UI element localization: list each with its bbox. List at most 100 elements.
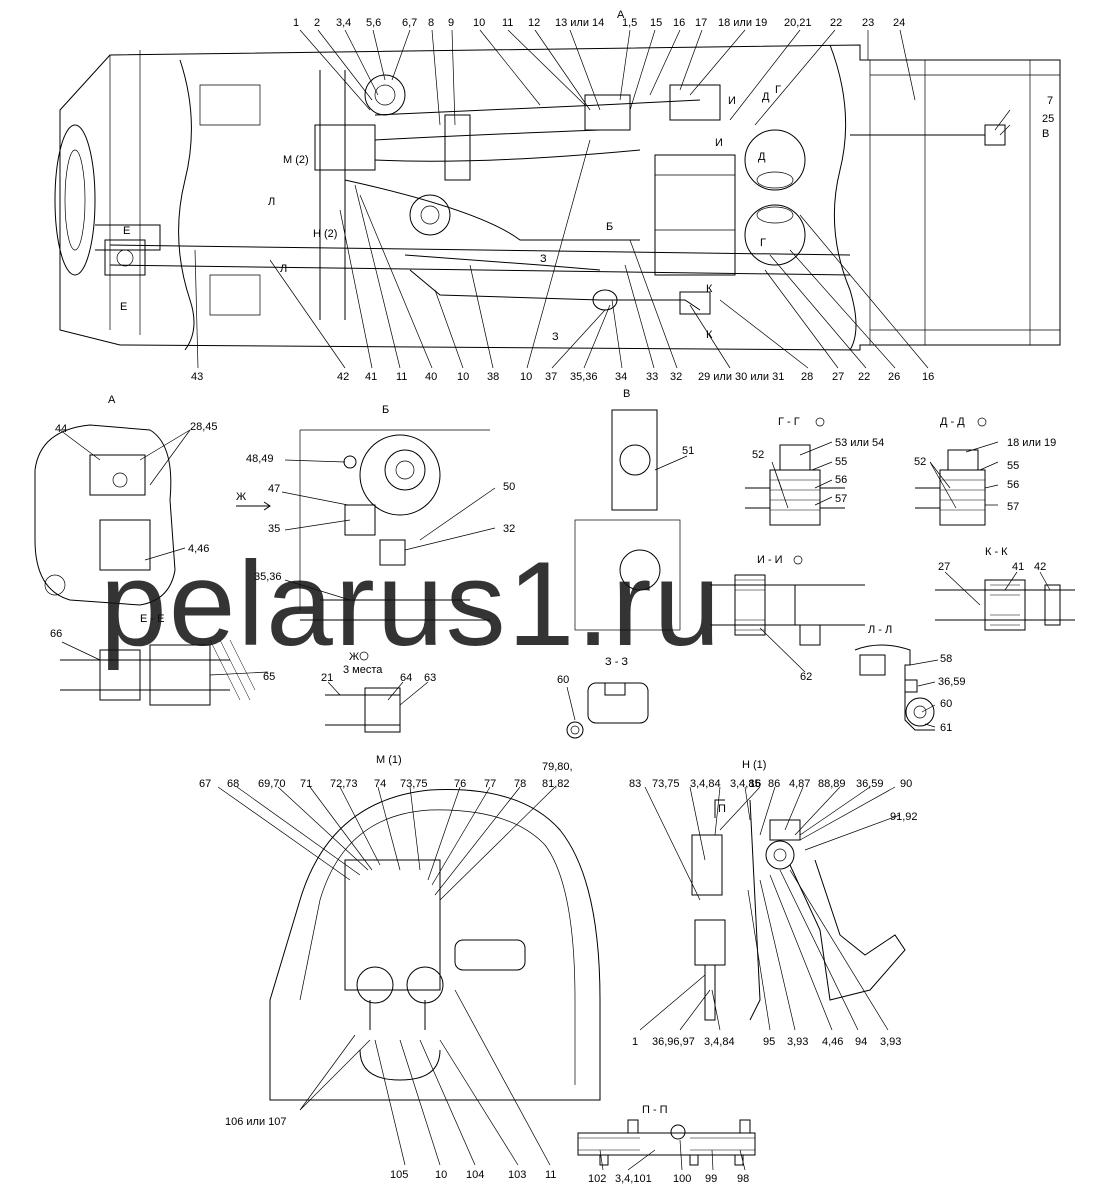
view-m1-label-10: 10 — [435, 1169, 447, 1181]
label-a-arrow: А — [617, 9, 625, 21]
view-zh: Ж 3 места 21 64 63 — [321, 651, 436, 733]
view-kk-label-41: 41 — [1012, 561, 1024, 573]
view-zh-label-63: 63 — [424, 672, 436, 684]
label-6-7: 6,7 — [402, 17, 417, 29]
view-b-title: Б — [382, 404, 389, 416]
view-zh-label-64: 64 — [400, 672, 412, 684]
view-pp-title: П - П — [642, 1104, 668, 1116]
label-m2: М (2) — [283, 154, 309, 166]
view-ll-label-61: 61 — [940, 722, 952, 734]
view-ee-label-65: 65 — [263, 671, 275, 683]
label-10b: 10 — [520, 371, 532, 383]
label-8: 8 — [428, 17, 434, 29]
label-42: 42 — [337, 371, 349, 383]
view-zz-label-60: 60 — [557, 674, 569, 686]
label-26: 26 — [888, 371, 900, 383]
view-m1-label-68: 68 — [227, 778, 239, 790]
view-a-label-28-45: 28,45 — [190, 421, 218, 433]
label-g-top: Г — [775, 84, 781, 96]
label-n2: Н (2) — [313, 228, 337, 240]
label-v-arrow: В — [1042, 128, 1049, 140]
view-b-arrow-zh: Ж — [236, 491, 246, 503]
view-pp-label-98: 98 — [737, 1173, 749, 1185]
view-n1-label-3-93-a: 3,93 — [787, 1036, 808, 1048]
label-18-19: 18 или 19 — [718, 17, 767, 29]
label-24: 24 — [893, 17, 905, 29]
label-k-top: К — [706, 283, 713, 295]
view-gg: Г - Г 52 53 или 54 55 56 57 — [745, 416, 884, 526]
view-dd: Д - Д 52 18 или 19 55 56 57 — [914, 416, 1056, 526]
view-ee: Е - Е 66 65 — [50, 613, 275, 706]
label-2: 2 — [314, 17, 320, 29]
label-22: 22 — [830, 17, 842, 29]
view-m1-title: М (1) — [376, 754, 402, 766]
view-gg-title: Г - Г — [778, 416, 800, 428]
view-m1-label-81-82: 81,82 — [542, 778, 570, 790]
view-ii-title: И - И — [757, 554, 783, 566]
view-m1-label-103: 103 — [508, 1169, 526, 1181]
label-i-bottom: И — [715, 137, 723, 149]
view-m1-label-69-70: 69,70 — [258, 778, 286, 790]
view-dd-label-52: 52 — [914, 456, 926, 468]
view-gg-label-56: 56 — [835, 474, 847, 486]
view-n1-label-16: 16 — [749, 778, 761, 790]
label-25: 25 — [1042, 113, 1054, 125]
view-dd-label-57: 57 — [1007, 501, 1019, 513]
main-labels-bottom: 43 42 41 11 40 10 38 10 37 35,36 34 33 3… — [191, 371, 934, 383]
view-m1-label-74: 74 — [374, 778, 386, 790]
view-ll: Л - Л 58 36,59 60 61 — [854, 624, 966, 734]
label-32: 32 — [670, 371, 682, 383]
view-pp: П - П 102 3,4,101 100 99 98 — [577, 1104, 756, 1185]
view-ee-label-66: 66 — [50, 628, 62, 640]
view-n1-label-73-75: 73,75 — [652, 778, 680, 790]
view-n1-label-4-46: 4,46 — [822, 1036, 843, 1048]
label-3-4: 3,4 — [336, 17, 351, 29]
view-n1-label-88-89: 88,89 — [818, 778, 846, 790]
view-m1-label-76: 76 — [454, 778, 466, 790]
label-l-bottom: Л — [280, 263, 287, 275]
view-v-label-51: 51 — [682, 445, 694, 457]
view-m1-label-77: 77 — [484, 778, 496, 790]
label-16b: 16 — [922, 371, 934, 383]
watermark: pelarus1.ru — [100, 537, 722, 671]
view-m1-label-78: 78 — [514, 778, 526, 790]
view-n1-label-1: 1 — [632, 1036, 638, 1048]
label-11: 11 — [502, 17, 513, 29]
label-34: 34 — [615, 371, 627, 383]
main-assembly-view — [54, 29, 1061, 369]
view-kk: К - К 27 41 42 — [935, 546, 1075, 631]
view-m1-label-11: 11 — [545, 1169, 556, 1181]
label-13-14: 13 или 14 — [555, 17, 604, 29]
view-n1-label-83: 83 — [629, 778, 641, 790]
label-16: 16 — [673, 17, 685, 29]
label-5-6: 5,6 — [366, 17, 381, 29]
view-ll-label-36-59: 36,59 — [938, 676, 966, 688]
label-37: 37 — [545, 371, 557, 383]
label-z-top: З — [540, 253, 547, 265]
view-m1-label-73-75: 73,75 — [400, 778, 428, 790]
view-gg-label-53-54: 53 или 54 — [835, 437, 884, 449]
label-10: 10 — [473, 17, 485, 29]
view-ee-title: Е - Е — [140, 613, 164, 625]
label-e-bottom: Е — [120, 301, 127, 313]
label-33: 33 — [646, 371, 658, 383]
label-38: 38 — [487, 371, 499, 383]
view-dd-label-55: 55 — [1007, 460, 1019, 472]
view-m1: М (1) 67 68 69,70 71 72,73 74 73,75 76 7… — [199, 754, 601, 1181]
label-e-top: Е — [123, 225, 130, 237]
view-pp-label-102: 102 — [588, 1173, 606, 1185]
label-1: 1 — [293, 17, 299, 29]
view-v: В 51 — [574, 388, 694, 631]
view-m1-label-71: 71 — [300, 778, 312, 790]
view-a-label-44: 44 — [55, 423, 67, 435]
view-dd-title: Д - Д — [940, 416, 965, 428]
view-b-label-50: 50 — [503, 481, 515, 493]
view-zz-title: З - З — [605, 656, 628, 668]
label-43: 43 — [191, 371, 203, 383]
view-zz: З - З 60 — [557, 656, 649, 739]
view-a: А 44 28,45 4,46 — [34, 394, 218, 606]
view-pp-label-99: 99 — [705, 1173, 717, 1185]
view-zh-label-21: 21 — [321, 672, 333, 684]
view-m1-label-105: 105 — [390, 1169, 408, 1181]
view-v-title: В — [623, 388, 630, 400]
